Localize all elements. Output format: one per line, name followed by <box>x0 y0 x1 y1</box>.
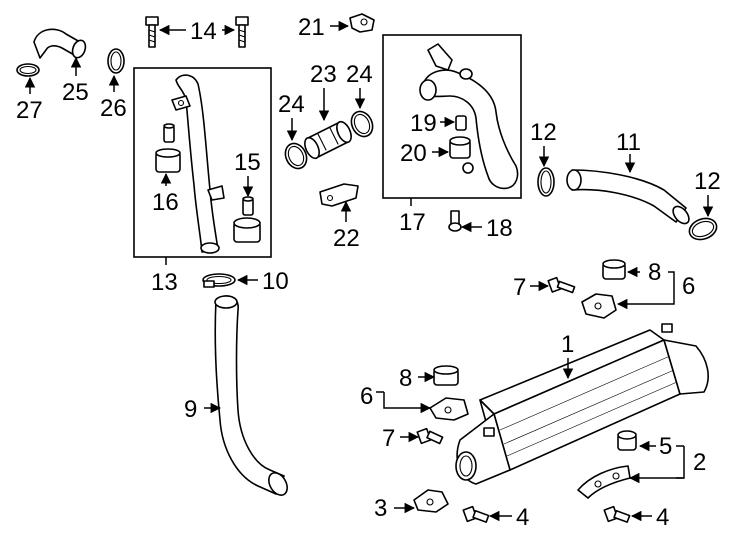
part-14-bolt-left <box>145 16 159 48</box>
part-24-clamp-left <box>284 142 308 170</box>
callout-15: 15 <box>234 149 261 176</box>
callout-6-upper: 6 <box>682 273 695 300</box>
callout-17: 17 <box>399 209 426 236</box>
part-5-grommet <box>617 430 637 451</box>
callout-10: 10 <box>262 268 289 295</box>
callout-21: 21 <box>298 14 325 41</box>
part-6-bracket-lower <box>429 397 469 421</box>
part-3-bracket <box>413 489 449 513</box>
part-9-hose <box>214 295 288 496</box>
part-4-bolt-left <box>462 505 490 523</box>
part-27-clamp <box>16 63 40 77</box>
part-12-clamp-right <box>688 217 718 241</box>
callout-18: 18 <box>486 215 513 242</box>
part-22-bracket <box>319 183 359 207</box>
callout-7-upper: 7 <box>513 274 526 301</box>
callout-16: 16 <box>152 189 179 216</box>
callout-24-right: 24 <box>346 61 373 88</box>
part-23-coupler <box>304 120 352 160</box>
part-7-bolt-lower <box>416 427 444 445</box>
part-7-bolt-upper <box>547 276 576 294</box>
callout-14: 14 <box>190 18 217 45</box>
callout-27: 27 <box>16 97 43 124</box>
part-25-hose <box>33 28 87 59</box>
part-24-clamp-right <box>350 110 374 138</box>
callout-4-right: 4 <box>656 504 669 531</box>
callout-8-upper: 8 <box>648 259 661 286</box>
part-26-clamp <box>107 48 125 74</box>
callout-20: 20 <box>400 140 427 167</box>
part-8-grommet-lower <box>433 365 459 386</box>
callout-6-lower: 6 <box>360 383 373 410</box>
part-12-clamp-left <box>537 167 555 197</box>
group-box-17 <box>382 34 522 199</box>
callout-24-left: 24 <box>278 91 305 118</box>
part-4-bolt-right <box>603 505 631 523</box>
callout-22: 22 <box>333 225 360 252</box>
part-13-pipe <box>171 74 225 254</box>
callout-26: 26 <box>100 95 127 122</box>
callout-13: 13 <box>151 269 178 296</box>
callout-2: 2 <box>693 449 706 476</box>
part-17-pipe <box>419 43 519 190</box>
callout-3: 3 <box>374 495 387 522</box>
callout-12-right: 12 <box>694 168 721 195</box>
callout-25: 25 <box>62 79 89 106</box>
part-8-grommet-upper <box>602 259 626 280</box>
callout-1: 1 <box>561 331 574 358</box>
callout-5: 5 <box>659 433 672 460</box>
callout-12-left: 12 <box>530 119 557 146</box>
part-6-bracket-upper <box>581 293 617 319</box>
callout-4-left: 4 <box>516 504 529 531</box>
part-21-bracket <box>349 13 375 33</box>
group-box-13 <box>133 67 272 258</box>
leader-lines <box>24 20 714 522</box>
callout-8-lower: 8 <box>399 365 412 392</box>
callout-23: 23 <box>310 61 337 88</box>
callout-7-lower: 7 <box>382 425 395 452</box>
callout-11: 11 <box>616 129 641 156</box>
part-14-bolt-right <box>235 16 249 48</box>
part-16-bushing <box>155 123 181 173</box>
callout-19: 19 <box>410 110 437 137</box>
part-11-hose <box>566 169 690 225</box>
part-2-bracket <box>577 465 631 499</box>
part-10-clamp <box>202 273 236 288</box>
part-18-bolt <box>448 210 462 232</box>
callout-9: 9 <box>184 396 197 423</box>
part-1-intercooler <box>455 323 709 485</box>
part-15-bushing <box>233 196 261 243</box>
